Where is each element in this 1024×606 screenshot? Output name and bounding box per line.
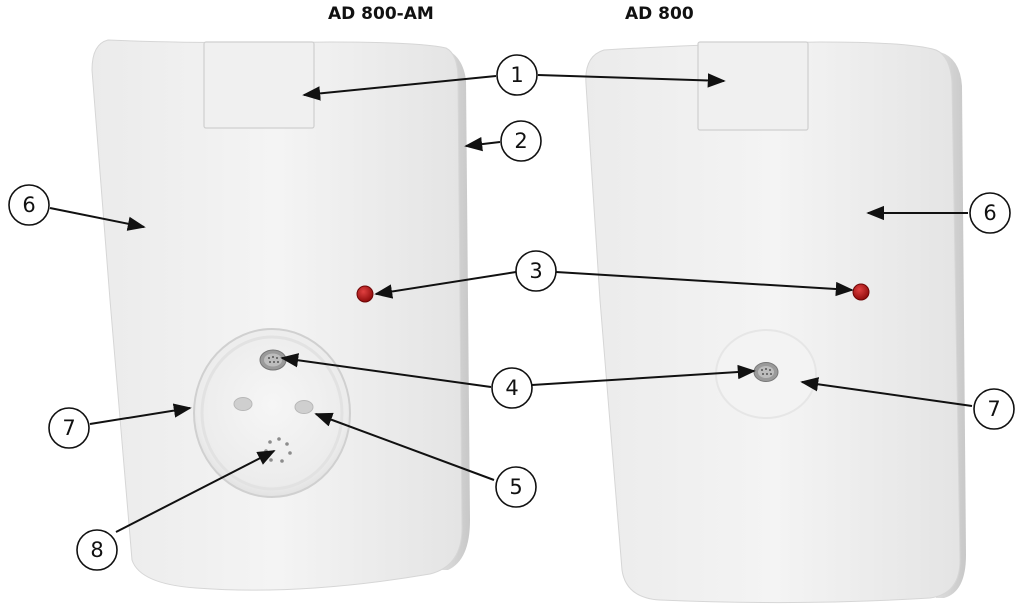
callout-7-right: 7 (973, 388, 1015, 430)
callout-1-label: 1 (510, 63, 523, 87)
callout-6-right: 6 (969, 192, 1011, 234)
arrow-3-right (555, 271, 854, 297)
left-microphone-grille (259, 349, 287, 371)
callout-7-left-label: 7 (62, 416, 75, 440)
callout-5: 5 (495, 466, 537, 508)
arrow-1-right (537, 73, 726, 88)
device-ad800am (91, 39, 470, 591)
right-led (852, 283, 870, 301)
callout-7-left: 7 (48, 407, 90, 449)
device-title-ad800: AD 800 (625, 4, 694, 24)
callout-6-left: 6 (8, 184, 50, 226)
leader-arrows (49, 73, 973, 533)
callout-4-label: 4 (505, 376, 518, 400)
left-tamper-tab (203, 41, 315, 129)
arrow-4-right (531, 364, 756, 386)
left-hole-2 (294, 400, 314, 414)
callout-8: 8 (76, 529, 118, 571)
callout-1: 1 (496, 54, 538, 96)
left-led (356, 285, 374, 303)
arrow-7-left (89, 403, 192, 425)
callout-2: 2 (500, 120, 542, 162)
arrow-1-left (302, 75, 497, 101)
arrow-7-right (800, 377, 973, 407)
callout-8-label: 8 (90, 538, 103, 562)
right-microphone-grille (753, 362, 779, 382)
callout-6-right-label: 6 (983, 201, 996, 225)
device-ad800 (585, 41, 966, 604)
left-recess (193, 328, 351, 498)
callout-3-label: 3 (529, 259, 542, 283)
left-housing-front (91, 39, 463, 591)
arrow-5 (314, 412, 495, 481)
arrow-8 (115, 450, 276, 533)
callout-6-left-label: 6 (22, 193, 35, 217)
device-title-ad800am: AD 800-AM (328, 4, 434, 24)
left-hole-1 (233, 397, 253, 411)
arrow-6-left (49, 207, 146, 231)
callout-3: 3 (515, 250, 557, 292)
callout-5-label: 5 (509, 475, 522, 499)
right-tamper-tab (697, 41, 809, 131)
callout-2-label: 2 (514, 129, 527, 153)
callout-7-right-label: 7 (987, 397, 1000, 421)
arrow-3-left (374, 271, 517, 299)
arrow-4-left (280, 353, 492, 388)
right-housing-front (585, 41, 961, 604)
arrow-2 (464, 136, 501, 152)
callout-4: 4 (491, 367, 533, 409)
